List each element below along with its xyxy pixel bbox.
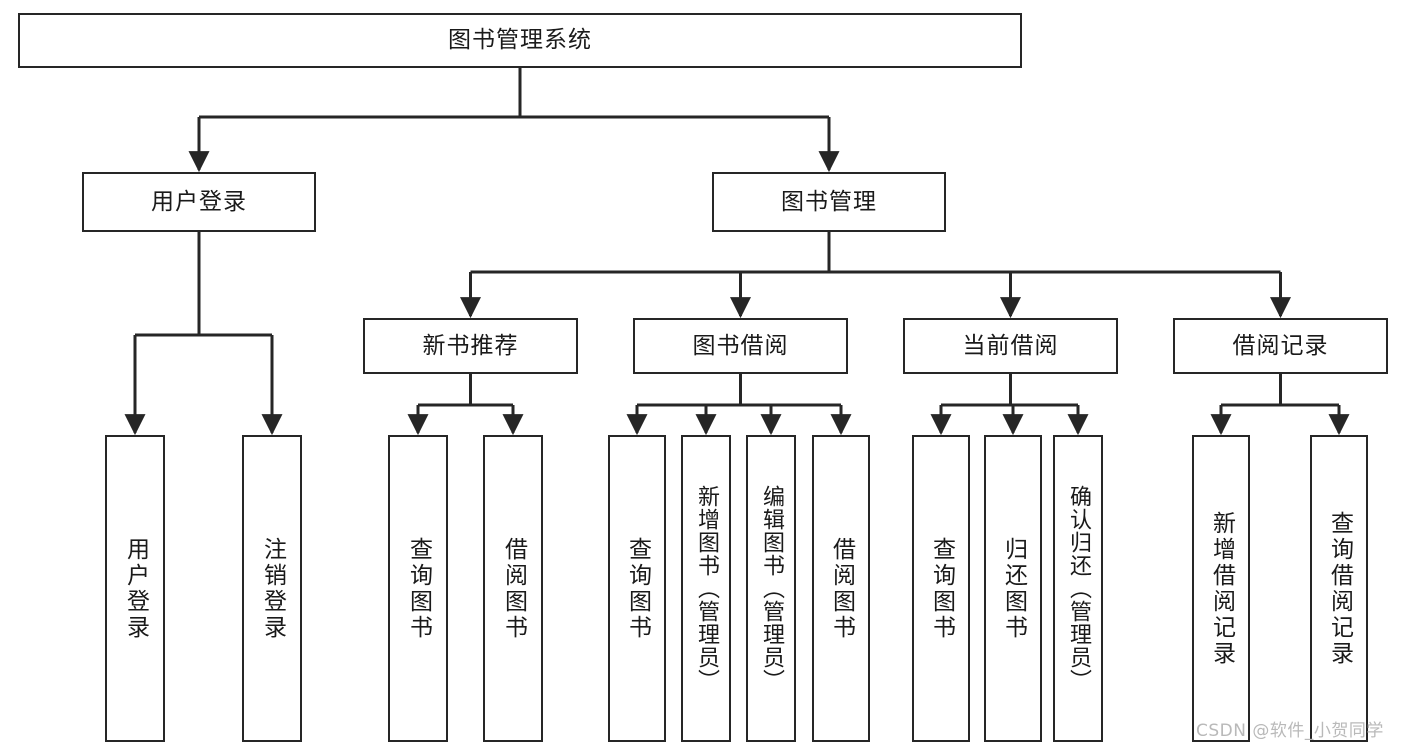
node-user-login[interactable]: 用户登录 [82,172,316,232]
node-user-login-label: 用户登录 [151,188,247,215]
leaf-confirm-return-admin-label: 确认归还（管理员） [1066,485,1091,692]
leaf-query-book-borrow-label: 查询图书 [624,536,651,641]
leaf-return-book[interactable]: 归还图书 [984,435,1042,742]
node-new-book-recommend-label: 新书推荐 [422,332,519,359]
leaf-query-book-borrow[interactable]: 查询图书 [608,435,666,742]
leaf-add-borrow-record[interactable]: 新增借阅记录 [1192,435,1250,742]
node-book-borrow[interactable]: 图书借阅 [633,318,848,374]
leaf-user-login[interactable]: 用户登录 [105,435,165,742]
node-root[interactable]: 图书管理系统 [18,13,1022,68]
leaf-logout-login[interactable]: 注销登录 [242,435,302,742]
leaf-query-borrow-record[interactable]: 查询借阅记录 [1310,435,1368,742]
leaf-logout-login-label: 注销登录 [259,536,286,641]
node-book-borrow-label: 图书借阅 [692,332,789,359]
leaf-borrow-book-label: 借阅图书 [828,536,855,641]
leaf-confirm-return-admin[interactable]: 确认归还（管理员） [1053,435,1103,742]
leaf-borrow-book[interactable]: 借阅图书 [812,435,870,742]
leaf-edit-book-admin-label: 编辑图书（管理员） [759,485,784,692]
leaf-query-book-recommend-label: 查询图书 [405,536,432,641]
leaf-borrow-book-recommend[interactable]: 借阅图书 [483,435,543,742]
leaf-query-book-recommend[interactable]: 查询图书 [388,435,448,742]
leaf-return-book-label: 归还图书 [1000,536,1027,641]
node-book-manage-label: 图书管理 [781,188,877,215]
leaf-add-book-admin-label: 新增图书（管理员） [694,485,719,692]
leaf-add-borrow-record-label: 新增借阅记录 [1208,510,1235,667]
leaf-add-book-admin[interactable]: 新增图书（管理员） [681,435,731,742]
node-book-manage[interactable]: 图书管理 [712,172,946,232]
node-root-label: 图书管理系统 [448,27,592,53]
watermark: CSDN @软件_小贺同学 [1196,721,1384,741]
leaf-query-book-current-label: 查询图书 [928,536,955,641]
node-borrow-record[interactable]: 借阅记录 [1173,318,1388,374]
leaf-user-login-label: 用户登录 [122,536,149,641]
leaf-query-book-current[interactable]: 查询图书 [912,435,970,742]
node-current-borrow[interactable]: 当前借阅 [903,318,1118,374]
node-new-book-recommend[interactable]: 新书推荐 [363,318,578,374]
leaf-borrow-book-recommend-label: 借阅图书 [500,536,527,641]
node-current-borrow-label: 当前借阅 [962,332,1059,359]
node-borrow-record-label: 借阅记录 [1232,332,1329,359]
leaf-edit-book-admin[interactable]: 编辑图书（管理员） [746,435,796,742]
leaf-query-borrow-record-label: 查询借阅记录 [1326,510,1353,667]
